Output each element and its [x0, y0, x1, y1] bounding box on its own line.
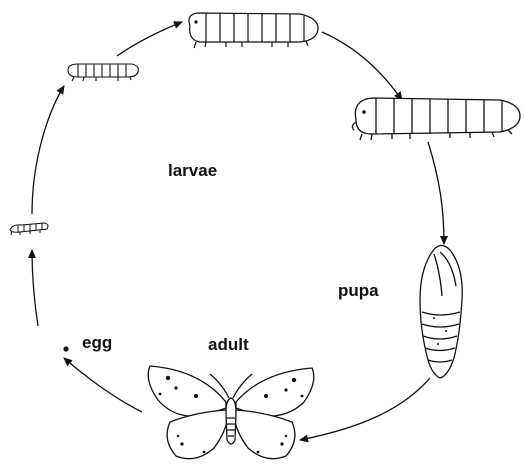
arrow-adult-to-egg — [64, 358, 142, 412]
egg-label: egg — [82, 334, 112, 351]
arrow-larva4-to-pupa — [428, 142, 444, 244]
arrow-larva3-to-larva4 — [322, 32, 402, 100]
pupa-illustration — [420, 245, 462, 378]
larvae-label: larvae — [168, 162, 217, 179]
adult-label: adult — [208, 336, 249, 353]
larva-medium-illustration — [189, 13, 318, 48]
arrow-larva1-to-larva2 — [32, 86, 64, 214]
cycle-arrows — [32, 22, 444, 440]
arrow-larva2-to-larva3 — [117, 22, 182, 56]
pupa-label: pupa — [338, 282, 379, 299]
adult-butterfly-illustration — [148, 366, 314, 459]
larva-large-illustration — [352, 98, 520, 140]
larva-tiny-illustration — [10, 223, 48, 235]
arrow-egg-to-larva1 — [32, 250, 38, 326]
larva-small-illustration — [68, 64, 138, 81]
egg-dot — [63, 346, 68, 351]
arrow-pupa-to-adult — [300, 378, 430, 440]
